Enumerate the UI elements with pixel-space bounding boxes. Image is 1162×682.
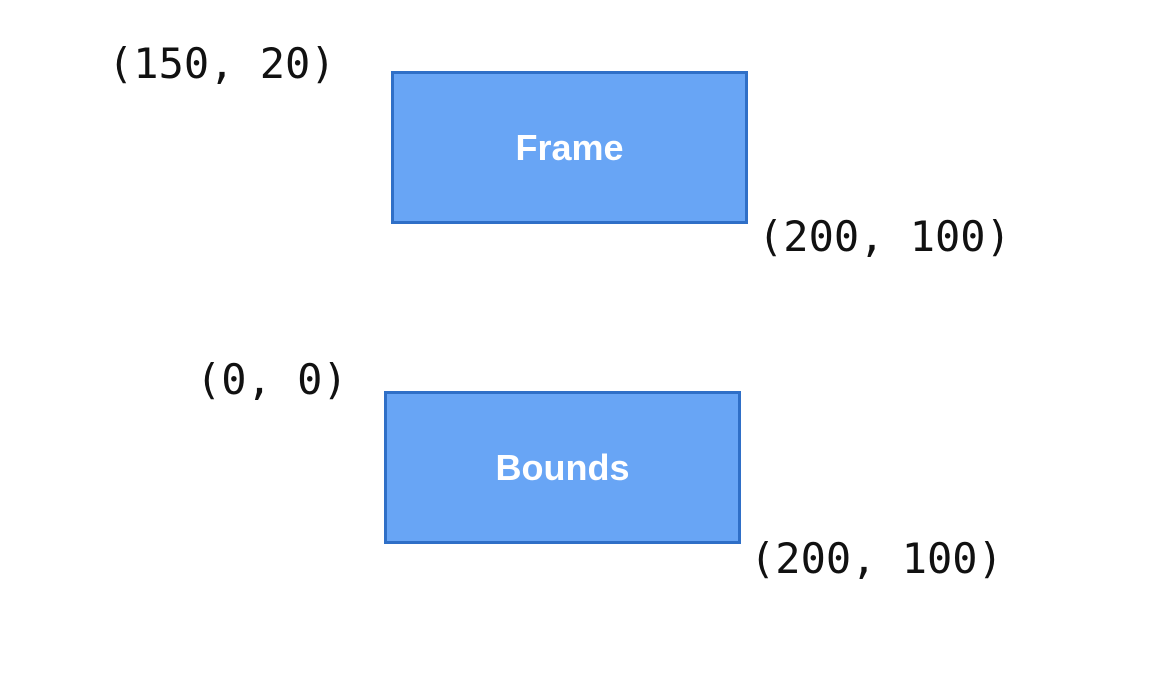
bounds-rectangle: Bounds <box>384 391 741 544</box>
frame-label: Frame <box>515 126 624 168</box>
bounds-origin-coordinate: (0, 0) <box>196 355 348 404</box>
frame-size-coordinate: (200, 100) <box>758 212 1011 261</box>
bounds-label: Bounds <box>495 446 630 488</box>
frame-rectangle: Frame <box>391 71 748 224</box>
bounds-size-coordinate: (200, 100) <box>750 534 1003 583</box>
frame-origin-coordinate: (150, 20) <box>108 39 336 88</box>
